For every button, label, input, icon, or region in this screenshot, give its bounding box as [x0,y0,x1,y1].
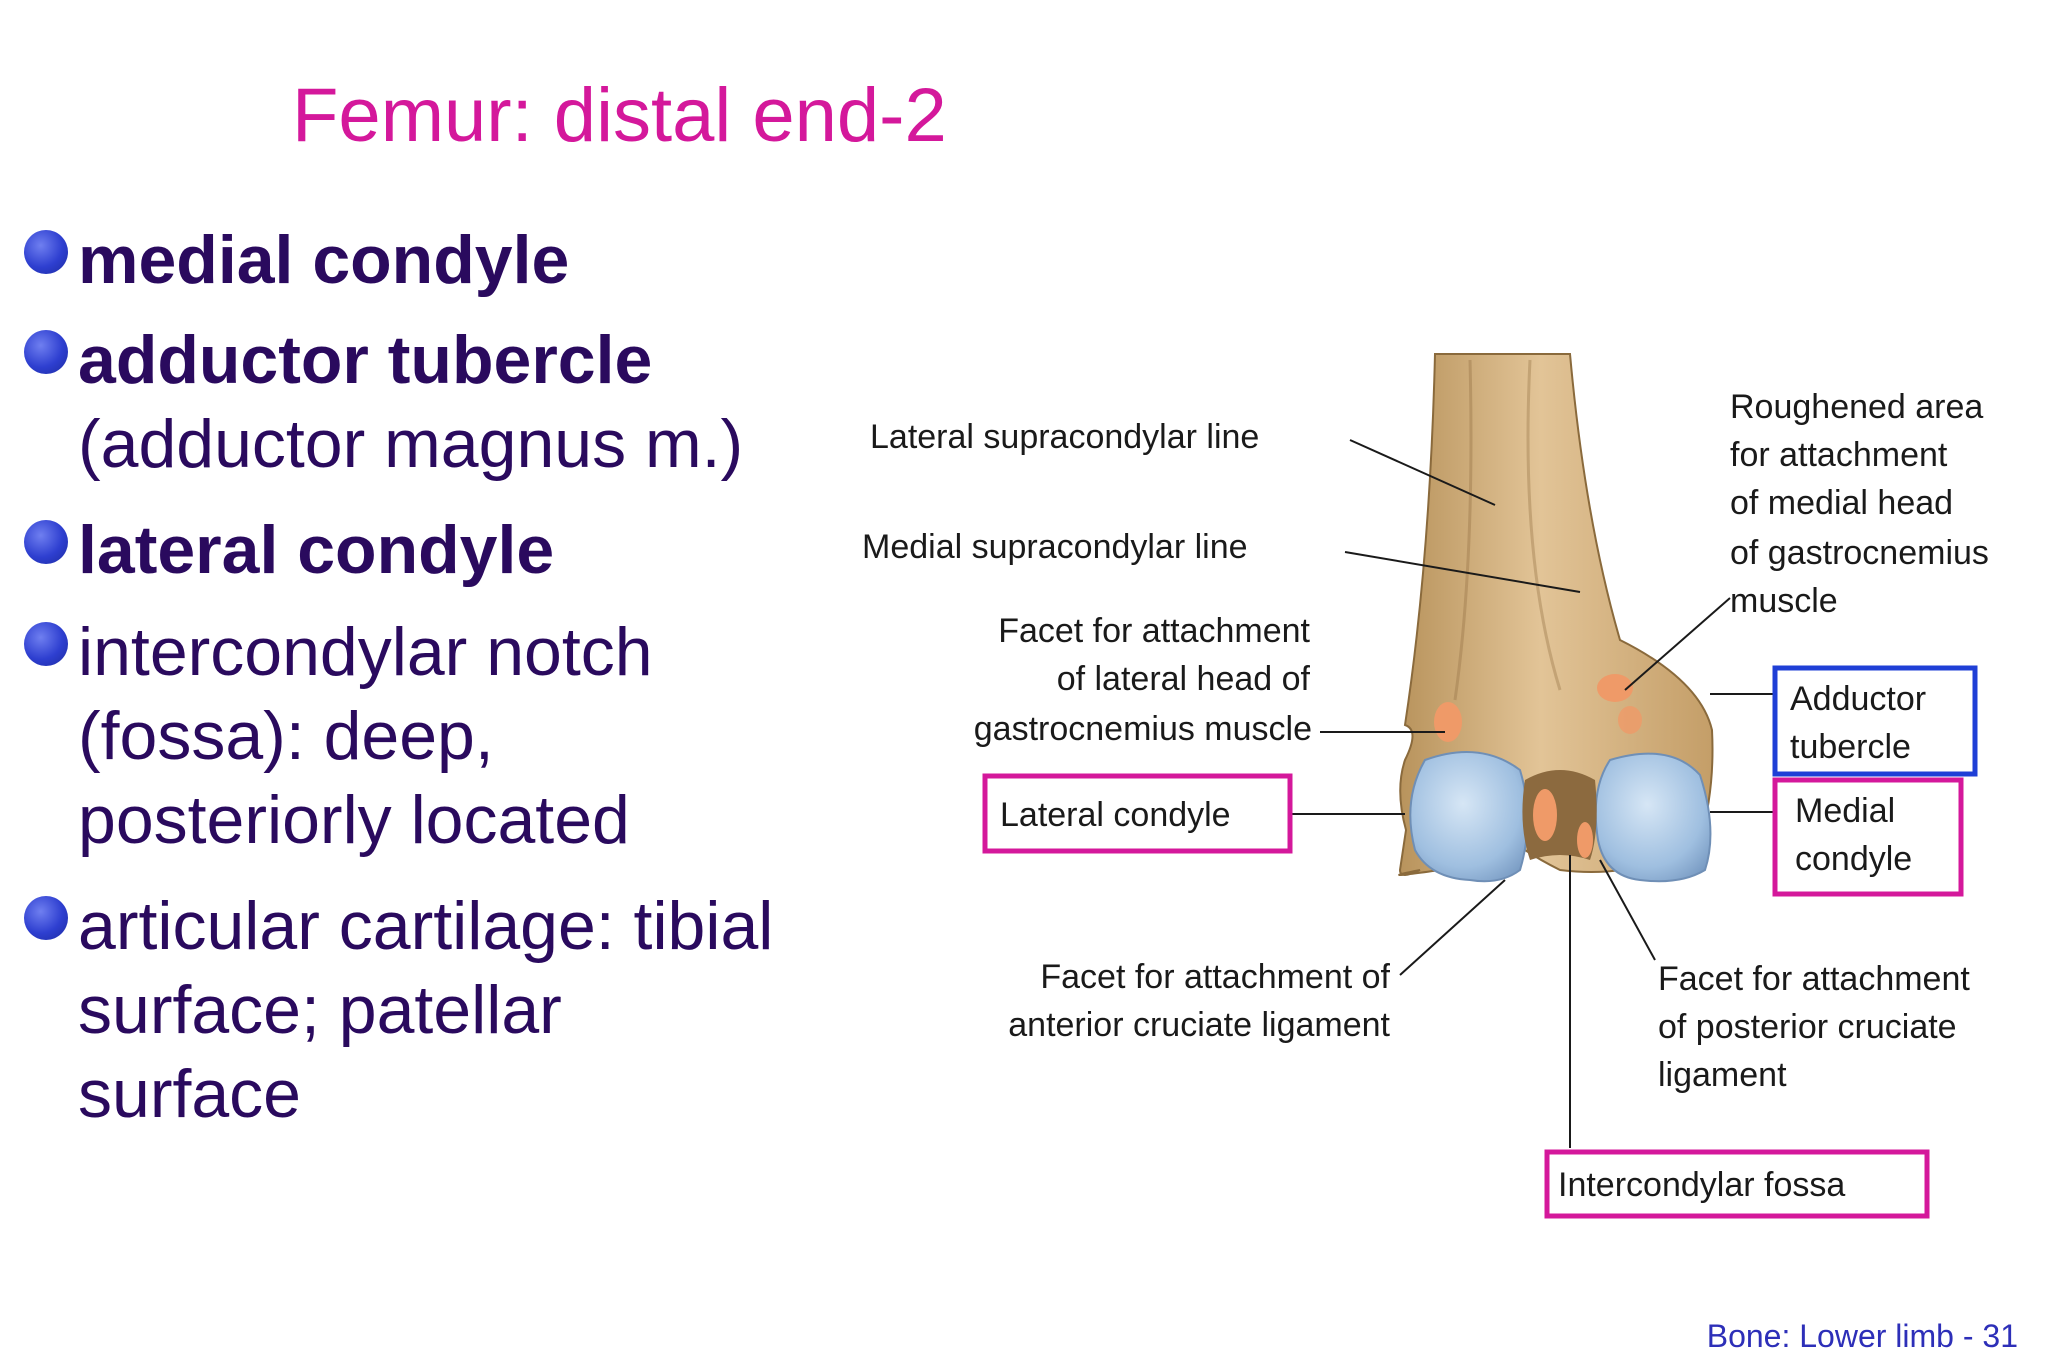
bullet-dot-icon [24,330,68,374]
adductor-tubercle-highlight-box [1772,665,1978,777]
medial-gastrocnemius-facet-2 [1618,706,1642,734]
slide-title: Femur: distal end-2 [292,73,947,158]
bullet-line: lateral condyle [78,512,555,588]
label-roughened-3: of medial head [1730,484,1953,522]
pcl-facet [1577,822,1593,858]
bullet-line: surface [78,1056,301,1132]
lateral-gastrocnemius-facet [1434,702,1462,742]
label-medial-2: condyle [1795,840,1912,878]
bullet-line: (adductor magnus m.) [78,406,744,482]
label-roughened-5: muscle [1730,582,1838,620]
bullet-line: adductor tubercle [78,322,653,398]
medial-condyle-highlight-box [1772,777,1964,897]
bullet-line: posteriorly located [78,782,630,858]
label-adductor-1: Adductor [1790,680,1926,718]
slide-footer: Bone: Lower limb - 31 [1706,1318,2018,1354]
intercondylar-fossa-highlight-box [1544,1149,1930,1219]
bullet-lateral-condyle: lateral condyle [22,508,554,592]
label-roughened-2: for attachment [1730,436,1948,474]
label-roughened-1: Roughened area [1730,388,1983,426]
label-facet-pcl-3: ligament [1658,1056,1787,1094]
bullet-line: intercondylar notch [78,614,653,690]
label-medial-1: Medial [1795,792,1895,830]
label-lateral-condyle: Lateral condyle [1000,796,1231,834]
label-facet-lateral-head-1: Facet for attachment [998,612,1310,650]
label-facet-lateral-head-3: gastrocnemius muscle [974,710,1312,748]
label-facet-acl-2: anterior cruciate ligament [1008,1006,1390,1044]
label-roughened-4: of gastrocnemius [1730,534,1989,572]
label-lateral-supracondylar-line: Lateral supracondylar line [870,418,1259,456]
bullet-line: (fossa): deep, [78,698,494,774]
bullet-line: surface; patellar [78,972,562,1048]
bullet-articular-cartilage: articular cartilage: tibial surface; pat… [22,884,773,1136]
bullet-line: medial condyle [78,222,570,298]
bullet-line: articular cartilage: tibial [78,888,774,964]
label-facet-lateral-head-2: of lateral head of [1057,660,1311,698]
bullet-intercondylar-notch: intercondylar notch (fossa): deep, poste… [22,610,653,862]
medial-gastrocnemius-facet [1597,674,1633,702]
label-facet-pcl-2: of posterior cruciate [1658,1008,1957,1046]
bullet-adductor-tubercle: adductor tubercle (adductor magnus m.) [22,318,743,486]
bullet-medial-condyle: medial condyle [22,218,569,302]
acl-facet [1533,789,1557,841]
bullet-dot-icon [24,520,68,564]
label-facet-acl-1: Facet for attachment of [1040,958,1390,996]
label-adductor-2: tubercle [1790,728,1911,766]
medial-condyle-shape [1594,752,1712,883]
bullet-dot-icon [24,622,68,666]
bullet-dot-icon [24,230,68,274]
lateral-condyle-highlight-box [982,773,1293,854]
label-medial-supracondylar-line: Medial supracondylar line [862,528,1248,566]
label-intercondylar-fossa: Intercondylar fossa [1558,1166,1845,1204]
lateral-condyle-shape [1409,751,1529,883]
label-facet-pcl-1: Facet for attachment [1658,960,1970,998]
bullet-dot-icon [24,896,68,940]
femur-distal-end-diagram: Lateral supracondylar line Medial suprac… [862,353,1989,1219]
